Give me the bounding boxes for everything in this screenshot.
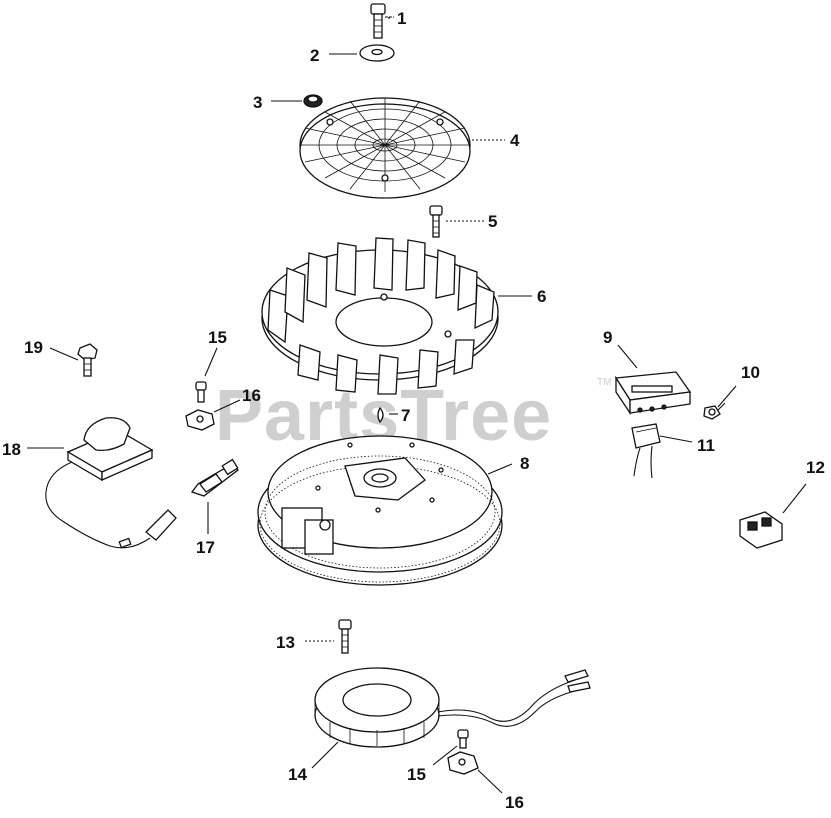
part-12-plug[interactable] bbox=[739, 511, 783, 549]
part-16-clip-upper[interactable] bbox=[185, 409, 215, 431]
callout-12: 12 bbox=[806, 458, 825, 477]
part-5-bolt[interactable] bbox=[429, 205, 443, 238]
callout-17: 17 bbox=[196, 538, 215, 557]
part-18-ignition-coil[interactable] bbox=[45, 417, 177, 549]
part-1-bolt[interactable] bbox=[370, 3, 386, 39]
part-3-nut[interactable] bbox=[303, 94, 323, 108]
part-16-clip-lower[interactable] bbox=[447, 751, 479, 775]
callout-2: 2 bbox=[310, 46, 319, 65]
watermark-tm: TM bbox=[597, 377, 611, 388]
callout-3: 3 bbox=[253, 93, 262, 112]
callout-1: 1 bbox=[397, 9, 406, 28]
callouts: 1 2 3 4 5 6 7 8 9 10 11 12 13 14 15 16 1… bbox=[2, 9, 825, 812]
leader-lines bbox=[27, 16, 807, 794]
callout-8: 8 bbox=[520, 454, 529, 473]
callout-15-upper: 15 bbox=[208, 328, 227, 347]
callout-4: 4 bbox=[510, 131, 520, 150]
callout-5: 5 bbox=[488, 212, 497, 231]
callout-18: 18 bbox=[2, 440, 21, 459]
part-14-stator[interactable] bbox=[314, 667, 591, 748]
callout-7: 7 bbox=[401, 406, 410, 425]
part-4-grass-screen[interactable] bbox=[299, 97, 471, 199]
part-17-spark-plug[interactable] bbox=[190, 458, 239, 497]
part-9-regulator[interactable] bbox=[614, 371, 692, 416]
part-13-bolt[interactable] bbox=[338, 619, 352, 654]
part-15-screw-upper[interactable] bbox=[195, 381, 207, 403]
callout-13: 13 bbox=[276, 633, 295, 652]
part-10-screw[interactable] bbox=[703, 402, 726, 420]
callout-6: 6 bbox=[537, 287, 546, 306]
callout-16-lower: 16 bbox=[505, 793, 524, 812]
callout-11: 11 bbox=[697, 436, 715, 455]
part-19-bolt[interactable] bbox=[77, 343, 98, 377]
part-7-key[interactable] bbox=[377, 406, 384, 424]
part-11-connector[interactable] bbox=[631, 423, 661, 479]
callout-16-upper: 16 bbox=[242, 386, 261, 405]
part-2-washer[interactable] bbox=[359, 44, 395, 62]
callout-15-lower: 15 bbox=[407, 765, 426, 784]
callout-14: 14 bbox=[288, 765, 307, 784]
part-8-flywheel[interactable] bbox=[257, 435, 503, 586]
part-6-fan[interactable] bbox=[261, 237, 499, 395]
callout-10: 10 bbox=[741, 363, 760, 382]
callout-19: 19 bbox=[24, 338, 43, 357]
callout-9: 9 bbox=[603, 328, 612, 347]
part-15-screw-lower[interactable] bbox=[457, 729, 469, 749]
